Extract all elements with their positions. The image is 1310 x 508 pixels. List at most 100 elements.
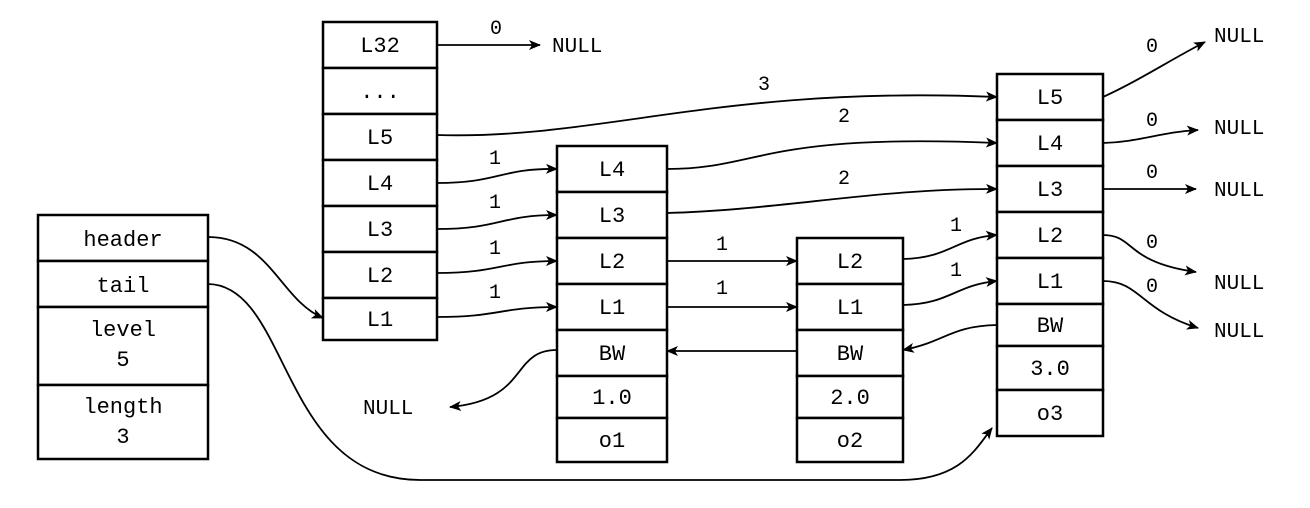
forward-arrow — [436, 210, 558, 230]
node-obj-cell — [555, 416, 669, 464]
null-label: NULL — [1214, 180, 1264, 203]
span-label: 2 — [838, 106, 850, 129]
backward-arrow — [902, 324, 998, 353]
span-label: 1 — [716, 234, 728, 257]
node-score-label: 3.0 — [1030, 357, 1070, 382]
node-level-label: L3 — [599, 204, 625, 229]
header-level-label: L1 — [367, 308, 393, 333]
header-level-label: L3 — [367, 218, 393, 243]
header-level-label: L4 — [367, 172, 393, 197]
null-label: NULL — [552, 36, 602, 59]
node-level-label: L1 — [837, 296, 863, 321]
header-level-label: L2 — [367, 264, 393, 289]
backward-arrow — [449, 349, 558, 412]
span-labels: 0 3 2 1 2 1 1 1 1 1 1 1 0 0 0 0 0 — [489, 18, 1158, 305]
forward-arrow — [436, 302, 558, 318]
node-backward-label: BW — [599, 342, 626, 367]
header-level-cell — [321, 66, 439, 116]
span-label: 0 — [1146, 276, 1158, 299]
node-level-cell — [795, 282, 905, 332]
node-level-cell — [555, 236, 669, 286]
span-label: 1 — [489, 192, 501, 215]
null-labels: NULL NULL NULL NULL NULL NULL NULL — [363, 26, 1264, 421]
header-level-cell — [321, 158, 439, 208]
span-label: 0 — [490, 18, 502, 41]
skiplist-node-3: L5 L4 L3 L2 L1 BW 3.0 o3 — [995, 72, 1105, 438]
node-level-label: L3 — [1037, 178, 1063, 203]
forward-arrow — [436, 91, 998, 137]
node-backward-label: BW — [837, 342, 864, 367]
span-label: 0 — [1146, 162, 1158, 185]
forward-arrow — [666, 137, 998, 170]
forward-arrow — [666, 183, 998, 214]
node-level-label: L2 — [1037, 224, 1063, 249]
span-label: 1 — [489, 238, 501, 261]
span-label: 1 — [950, 215, 962, 238]
span-label: 2 — [838, 168, 850, 191]
skiplist-node-1: L4 L3 L2 L1 BW 1.0 o1 — [555, 144, 669, 464]
node-score-label: 1.0 — [592, 386, 632, 411]
node-level-label: L2 — [837, 250, 863, 275]
node-backward-cell — [555, 328, 669, 378]
skiplist-node-2: L2 L1 BW 2.0 o2 — [795, 236, 905, 464]
node-level-label: L2 — [599, 250, 625, 275]
span-label: 1 — [950, 260, 962, 283]
forward-arrow — [436, 256, 558, 274]
node-level-label: L5 — [1037, 86, 1063, 111]
header-level-label: L5 — [367, 126, 393, 151]
span-label: 3 — [758, 74, 770, 97]
node-level-label: L4 — [599, 158, 625, 183]
node-score-label: 2.0 — [830, 386, 870, 411]
header-level-cell — [321, 250, 439, 300]
list-header-label: header — [83, 228, 162, 253]
list-level-value: 5 — [116, 348, 129, 373]
forward-arrow — [1102, 280, 1199, 330]
node-obj-label: o1 — [599, 429, 625, 454]
forward-arrow — [1102, 125, 1199, 144]
null-label: NULL — [363, 398, 413, 421]
forward-arrow — [902, 277, 998, 306]
span-label: 1 — [716, 278, 728, 301]
span-label: 0 — [1146, 232, 1158, 255]
list-tail-label: tail — [97, 274, 150, 299]
node-level-cell — [795, 236, 905, 286]
null-label: NULL — [1214, 26, 1264, 49]
node-obj-label: o3 — [1037, 402, 1063, 427]
list-length-cell — [36, 383, 210, 461]
forward-pointers — [436, 40, 1206, 330]
header-level-label: ... — [360, 80, 400, 105]
forward-arrow — [1102, 234, 1197, 276]
node-level-cell — [555, 144, 669, 194]
node-backward-cell — [995, 302, 1105, 348]
header-node: L32 ... L5 L4 L3 L2 L1 — [321, 20, 439, 342]
span-label: 1 — [489, 282, 501, 305]
node-level-label: L1 — [599, 296, 625, 321]
list-level-label: level — [90, 318, 156, 343]
node-score-cell — [995, 344, 1105, 392]
list-header-cell — [36, 213, 210, 263]
node-level-label: L1 — [1037, 270, 1063, 295]
node-backward-label: BW — [1037, 314, 1064, 339]
zskiplist-struct: header tail level 5 length 3 — [36, 213, 210, 461]
null-label: NULL — [1214, 273, 1264, 296]
forward-arrow — [902, 230, 998, 260]
span-label: 0 — [1146, 110, 1158, 133]
list-length-value: 3 — [116, 425, 129, 450]
list-length-label: length — [83, 395, 162, 420]
node-score-cell — [795, 374, 905, 420]
node-backward-cell — [795, 328, 905, 378]
forward-arrow — [436, 163, 558, 184]
header-pointer-arrow — [207, 236, 324, 319]
null-label: NULL — [1214, 118, 1264, 141]
span-label: 0 — [1146, 36, 1158, 59]
node-obj-label: o2 — [837, 429, 863, 454]
node-obj-cell — [795, 416, 905, 464]
node-score-cell — [555, 374, 669, 420]
header-level-label: L32 — [360, 34, 400, 59]
node-level-label: L4 — [1037, 132, 1063, 157]
node-obj-cell — [995, 388, 1105, 438]
span-label: 1 — [489, 148, 501, 171]
null-label: NULL — [1214, 321, 1264, 344]
tail-pointer-arrow — [207, 283, 993, 481]
forward-arrow — [1102, 41, 1206, 98]
